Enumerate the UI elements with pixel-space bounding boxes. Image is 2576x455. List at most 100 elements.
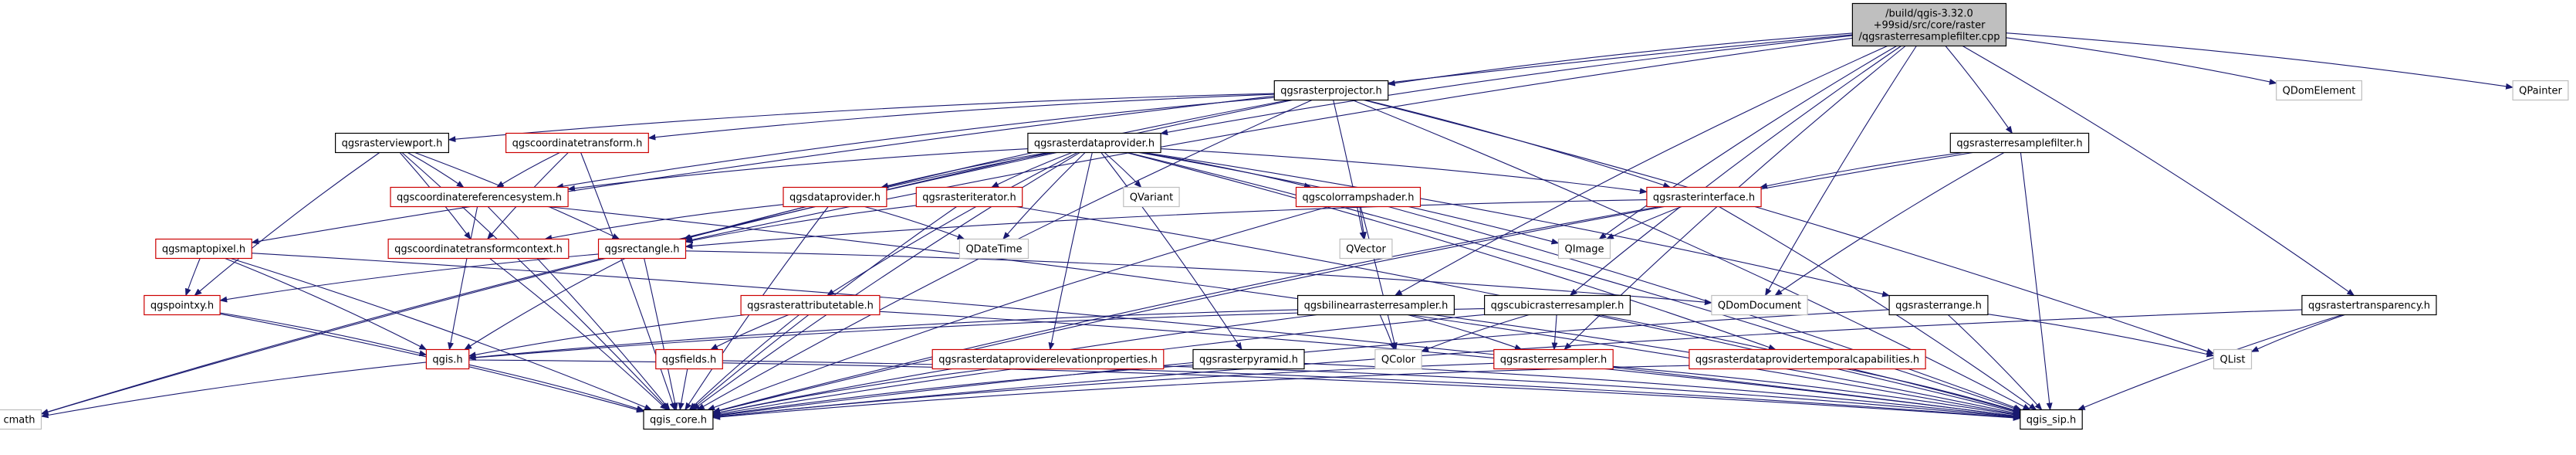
edge-qgsrasterdataproviderelevationproperties-to-qgis_core [712, 368, 989, 416]
node-qlist: QList [2213, 348, 2253, 370]
node-qgscoordinatetransformcontext[interactable]: qgscoordinatetransformcontext.h [387, 238, 570, 260]
node-qgsrasterdataproviderelevationproperties[interactable]: qgsrasterdataproviderelevationproperties… [931, 348, 1165, 370]
node-qgsrastertransparency[interactable]: qgsrastertransparency.h [2301, 294, 2437, 316]
node-qgsrasterpyramid[interactable]: qgsrasterpyramid.h [1192, 348, 1305, 370]
node-qgis_sip[interactable]: qgis_sip.h [2020, 409, 2083, 430]
edge-qgscoordinatereferencesystem-to-qgis [448, 206, 478, 351]
edge-root-to-qgsrasterresamplefilter [1945, 46, 2013, 134]
node-qgscoordinatetransform[interactable]: qgscoordinatetransform.h [505, 132, 649, 154]
node-box-qgis_sip [2020, 409, 2083, 430]
node-box-qgscolorrampshader [1295, 186, 1422, 208]
edge-qgsrasterprojector-to-qgsrasterinterface [1364, 99, 1672, 188]
edge-qgsrasterresampler-to-qgis_core [712, 362, 1494, 419]
node-label-qdomdocument: QDomDocument [1718, 301, 1801, 312]
node-qgsrasterprojector[interactable]: qgsrasterprojector.h [1273, 80, 1389, 101]
node-qgsrasterresampler[interactable]: qgsrasterresampler.h [1493, 348, 1614, 370]
node-box-qgsfields [655, 348, 723, 370]
node-qgscubicrasterresampler[interactable]: qgscubicrasterresampler.h [1483, 294, 1631, 316]
edge-qgsrasterdataprovider-to-qdatetime [1002, 152, 1086, 240]
node-box-qimage [1557, 238, 1611, 260]
node-box-qgscoordinatetransformcontext [387, 238, 570, 260]
node-qgsrasterviewport[interactable]: qgsrasterviewport.h [335, 132, 450, 154]
node-box-root [1851, 2, 2007, 47]
node-qgsrectangle[interactable]: qgsrectangle.h [597, 238, 687, 260]
edge-qgsrasterdataprovider-to-qgsrasteriterator [991, 151, 1073, 188]
edge-qgsrasterdataprovider-to-qgscoordinatereferencesystem [567, 148, 1028, 192]
node-label-qgscoordinatereferencesystem: qgscoordinatereferencesystem.h [397, 192, 562, 204]
edge-qgsrasterdataprovider-to-qgsrasterdataproviderelevationproperties [1048, 152, 1093, 351]
node-qgsrasterresamplefilter[interactable]: qgsrasterresamplefilter.h [1949, 132, 2090, 154]
node-box-qpainter [2512, 80, 2569, 101]
node-box-qgsrasterrange [1888, 294, 1989, 316]
node-qgsrasterinterface[interactable]: qgsrasterinterface.h [1646, 186, 1762, 208]
node-box-qgsrasterdataproviderelevationproperties [931, 348, 1165, 370]
node-qgsrasteriterator[interactable]: qgsrasteriterator.h [915, 186, 1023, 208]
node-box-qgsrasterprojector [1273, 80, 1389, 101]
node-qdatetime: QDateTime [958, 238, 1029, 260]
node-label-qimage: QImage [1565, 244, 1604, 256]
edge-qgsrasterresamplefilter-to-qdomdocument [1774, 152, 2005, 297]
node-qgsrasterdataprovider[interactable]: qgsrasterdataprovider.h [1027, 132, 1161, 154]
edge-qgsrasterinterface-to-qgis_core [712, 205, 1660, 413]
node-label-qgsfields: qgsfields.h [662, 355, 716, 366]
node-qgsdataprovider[interactable]: qgsdataprovider.h [783, 186, 887, 208]
edge-qgsrasterinterface-to-qimage [1606, 205, 1682, 239]
edge-qgscoordinatereferencesystem-to-qgis_core [487, 206, 671, 411]
node-label-qgsrasterinterface: qgsrasterinterface.h [1653, 192, 1755, 204]
edge-qgsrasterviewport-to-qgscoordinatereferencesystem [407, 152, 465, 188]
node-label-root-line-0: /build/qgis-3.32.0 [1885, 8, 1973, 20]
node-label-qgsbilinearrasterresampler: qgsbilinearrasterresampler.h [1304, 301, 1449, 312]
edge-qgsrasterdataproviderelevationproperties-to-qgis_sip [1163, 365, 2021, 420]
node-qgsrasterdataprovidertemporalcapabilities[interactable]: qgsrasterdataprovidertemporalcapabilitie… [1689, 348, 1926, 370]
node-box-qgsbilinearrasterresampler [1296, 294, 1455, 316]
edge-qgsrastertransparency-to-qgis_core [712, 309, 2302, 420]
node-qvector: QVector [1339, 238, 1393, 260]
node-qgsrasterattributetable[interactable]: qgsrasterattributetable.h [740, 294, 881, 316]
edge-qgsbilinearrasterresampler-to-qcolor [1379, 314, 1395, 351]
edge-qgspointxy-to-qgis [220, 312, 428, 357]
node-qgsfields[interactable]: qgsfields.h [655, 348, 723, 370]
edge-qgsrasterdataprovider-to-qgsrasterrange [1144, 151, 1891, 297]
node-qgis_core[interactable]: qgis_core.h [643, 409, 714, 430]
edge-qgsrectangle-to-qgspointxy [219, 253, 599, 303]
node-box-qgsrasterviewport [335, 132, 450, 154]
node-box-qdatetime [958, 238, 1029, 260]
node-qgsmaptopixel[interactable]: qgsmaptopixel.h [155, 238, 252, 260]
edge-qgsrasterdataprovider-to-qvariant [1104, 152, 1142, 188]
edge-qgsrasterresamplefilter-to-qgsrasterinterface [1760, 151, 1964, 189]
edge-qgsrasterattributetable-to-qgis_core [688, 314, 800, 411]
node-qgis[interactable]: qgis.h [425, 348, 470, 370]
node-box-qlist [2213, 348, 2253, 370]
edge-qgsrasterresamplefilter-to-qgis_sip [2020, 152, 2053, 411]
edge-qgsrasterdataprovider-to-qgsdataprovider [881, 151, 1049, 189]
node-label-qgsrasterprojector: qgsrasterprojector.h [1280, 86, 1381, 97]
edge-qgscolorrampshader-to-qgis_core [707, 205, 1329, 411]
edge-qgsrasterresampler-to-qgis_sip [1613, 365, 2021, 418]
node-qgsbilinearrasterresampler[interactable]: qgsbilinearrasterresampler.h [1296, 294, 1455, 316]
node-root[interactable]: /build/qgis-3.32.0+99sid/src/core/raster… [1851, 2, 2007, 47]
node-box-qgscoordinatetransform [505, 132, 649, 154]
node-label-qgsrasterviewport: qgsrasterviewport.h [342, 138, 443, 150]
node-label-qgspointxy: qgspointxy.h [150, 301, 214, 312]
edge-qgsrasterrange-to-qlist [1987, 314, 2215, 358]
edge-root-to-qdomelement [2006, 37, 2277, 85]
node-qgscoordinatereferencesystem[interactable]: qgscoordinatereferencesystem.h [390, 186, 569, 208]
node-box-qgsrasterdataprovider [1027, 132, 1161, 154]
node-qgspointxy[interactable]: qgspointxy.h [144, 294, 221, 316]
edge-qgsdataprovider-to-qdatetime [864, 205, 965, 240]
edge-qgsrasterattributetable-to-qgsfields [710, 314, 789, 350]
node-qgsrasterrange[interactable]: qgsrasterrange.h [1888, 294, 1989, 316]
edge-qgsrasterinterface-to-qgis_sip [1719, 206, 2037, 411]
edge-qgsmaptopixel-to-qgis_core [230, 257, 653, 411]
node-box-qgsrasterdataprovidertemporalcapabilities [1689, 348, 1926, 370]
edge-qgsrasterprojector-to-qlist [1363, 99, 2215, 355]
edge-root-to-qgsrasterprojector [1387, 32, 1853, 87]
edge-qgsrasterprojector-to-qvector [1333, 100, 1366, 240]
node-cmath: cmath [0, 409, 42, 430]
node-label-qgsdataprovider: qgsdataprovider.h [789, 192, 881, 204]
edge-qgsrasterpyramid-to-qgis_sip [1303, 362, 2021, 419]
edge-qgsrastertransparency-to-qgis_sip [2077, 314, 2343, 411]
node-qgscolorrampshader[interactable]: qgscolorrampshader.h [1295, 186, 1422, 208]
edge-qgsrasterdataprovider-to-qgis_core [691, 152, 1080, 411]
edge-qgscoordinatetransform-to-qgis_core [580, 152, 676, 411]
